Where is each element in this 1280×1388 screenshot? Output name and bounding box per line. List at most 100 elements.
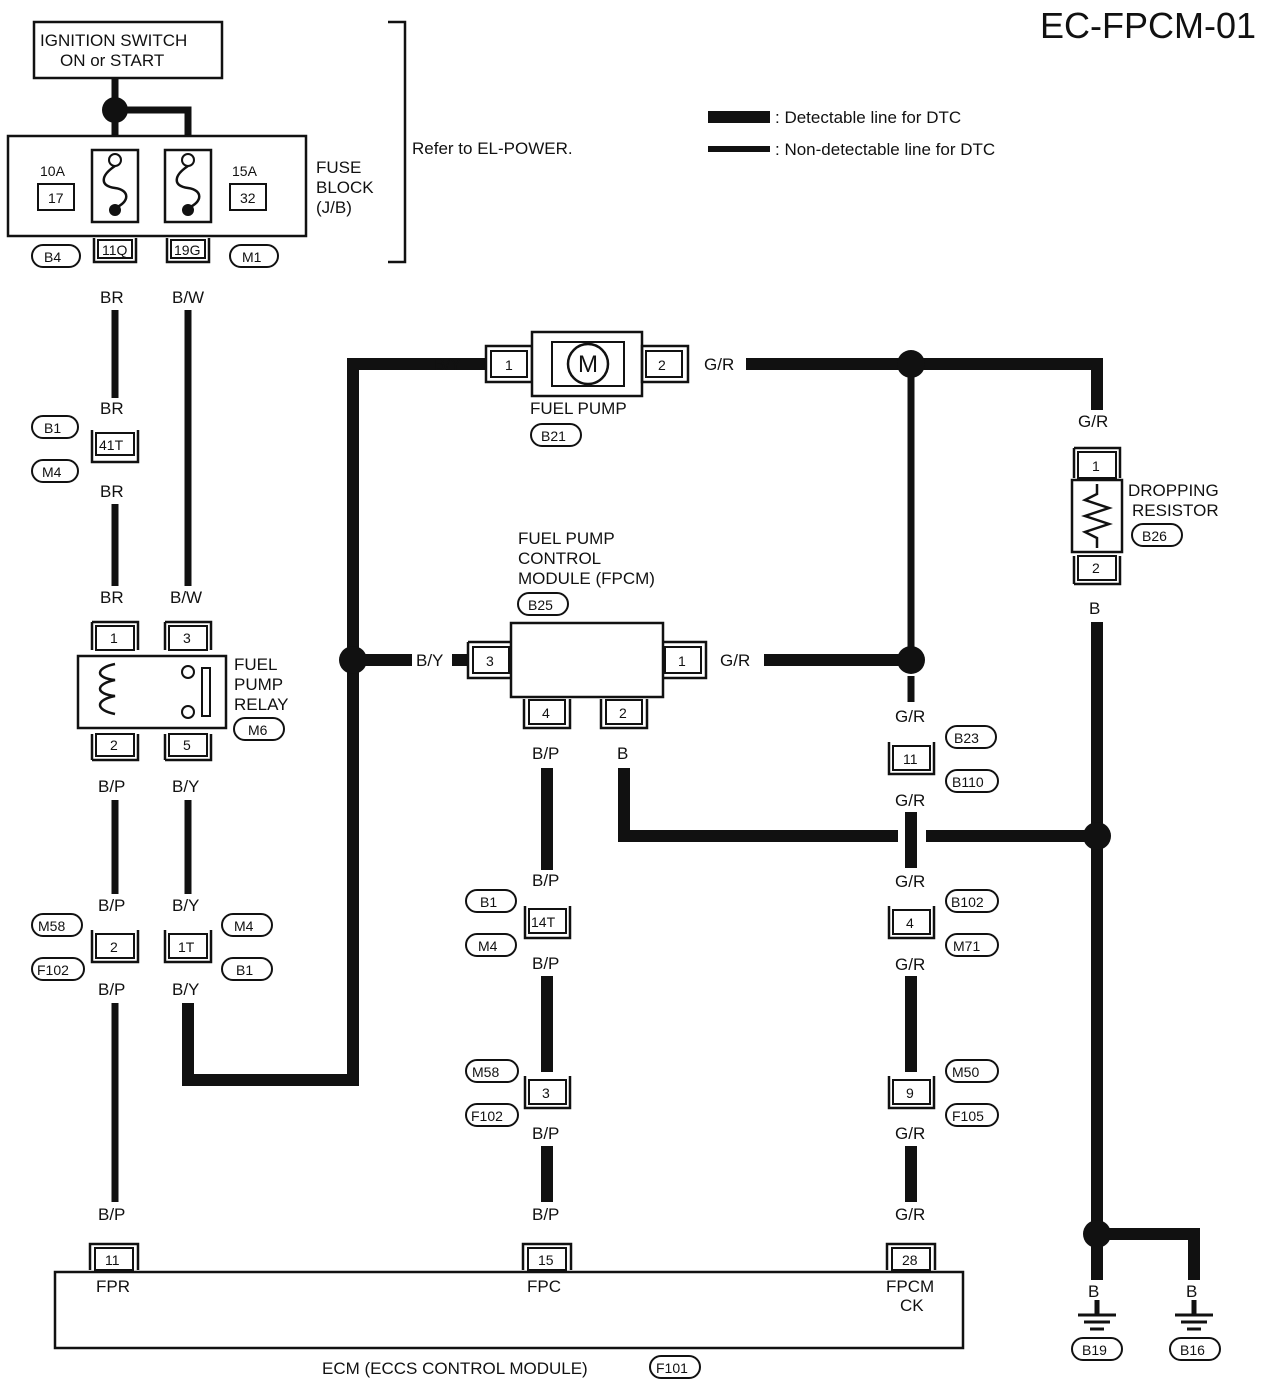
conn-2 [95,933,135,959]
conn-41t-label: 41T [99,437,124,453]
resistor-conn-label: B26 [1142,528,1167,544]
wire-by-main [182,358,486,1086]
ground-symbol-b16 [1175,1300,1213,1331]
ecm-pin11-label: 11 [105,1252,120,1268]
wire-label-gr-res: G/R [1078,412,1108,431]
fuel-pump-symbol: M [578,351,598,378]
wire-label-gr-5: G/R [895,1124,925,1143]
wire-label-br-2: BR [100,399,124,418]
wire-label-bp-1: B/P [98,777,125,796]
legend: : Detectable line for DTC : Non-detectab… [708,108,995,159]
conn-m4-tag-1 [31,459,79,483]
relay-label3: RELAY [234,695,289,714]
fpcm-pin2-label: 2 [619,705,627,721]
conn-3-bracket [523,1076,572,1110]
resistor-label2: RESISTOR [1132,501,1219,520]
fpcm-pin3 [472,646,510,674]
wire-label-bp-6: B/P [532,871,559,890]
conn-9-bracket [887,1076,936,1110]
conn-m71-label: M71 [953,938,980,954]
fpcm-pin2 [605,699,643,725]
conn-b4-label: B4 [44,249,61,265]
fuse-right-number: 32 [240,190,256,206]
relay-pin1-label: 1 [110,630,118,646]
ignition-line1: IGNITION SWITCH [40,31,187,50]
conn-b23-tag [945,725,997,749]
conn-m58-tag-2 [465,1059,519,1083]
conn-11 [892,745,931,771]
ecm-conn-tag [649,1355,701,1379]
relay-pin3-label: 3 [183,630,191,646]
wire-label-b-res: B [1089,599,1100,618]
wire-ground-b16 [1103,1228,1200,1280]
conn-b1-tag-2 [221,957,273,981]
conn-b1-tag-1 [31,415,79,439]
wire-label-by-2: B/Y [172,896,199,915]
conn-11q-label: 11Q [102,242,128,258]
resistor-conn-tag [1131,523,1183,547]
pump-pin2-bracket [640,344,690,384]
conn-b4-tag [31,244,81,268]
fuse-32-bottom-terminal [182,204,194,216]
wire-label-by-1: B/Y [172,777,199,796]
wire-label-bp-3: B/P [98,980,125,999]
conn-f105-tag [945,1103,999,1127]
ecm-pin11-bracket [88,1242,140,1270]
power-bracket [388,20,407,264]
conn-m4-tag-2 [221,913,273,937]
relay-pin5-bracket [163,734,213,762]
wire-label-b-fpcm: B [617,744,628,763]
conn-1t [168,933,208,959]
fuel-pump-conn-label: B21 [541,428,566,444]
wire-label-b-g1: B [1088,1282,1099,1301]
relay-pin3 [168,625,208,651]
fpcm-label1: FUEL PUMP [518,529,615,548]
pump-pin1-label: 1 [505,357,513,373]
conn-b1-label-1: B1 [44,420,61,436]
fpcm-pin3-label: 3 [486,653,494,669]
conn-3-label: 3 [542,1085,550,1101]
relay-contact-bottom [181,705,195,719]
resistor-label1: DROPPING [1128,481,1219,500]
conn-f105-label: F105 [952,1108,984,1124]
refer-note: Refer to EL-POWER. [412,139,573,158]
fuse-left-number-box [37,183,75,211]
conn-f102-tag-1 [31,957,85,981]
fpcm-pin2-bracket [599,699,649,730]
conn-f102-tag-2 [465,1103,519,1127]
pump-pin2 [645,350,683,378]
wire-label-gr-4: G/R [895,955,925,974]
conn-4-label: 4 [906,915,914,931]
conn-2-label: 2 [110,939,118,955]
fuse-left-number: 17 [48,190,64,206]
conn-14t-bracket [523,906,572,940]
ignition-line2: ON or START [60,51,164,70]
ecm-pin11 [94,1247,134,1271]
conn-19g-label: 19G [174,242,200,258]
relay-pin1 [95,625,135,651]
resistor-pin2 [1077,555,1117,581]
relay-conn-tag [233,717,285,741]
relay-label2: PUMP [234,675,283,694]
pump-pin1 [490,350,528,378]
wire-label-b-g2: B [1186,1282,1197,1301]
wire-label-br-1: BR [100,288,124,307]
conn-b1-tag-3 [465,889,517,913]
wire-label-bp-9: B/P [532,1205,559,1224]
resistor-pin2-bracket [1072,556,1122,586]
ecm-pin28-bracket [885,1242,937,1270]
wire-label-bp-4: B/P [98,1205,125,1224]
ecm-conn-label: F101 [656,1360,688,1376]
conn-b110-label: B110 [952,774,984,790]
wire-label-bp-8: B/P [532,1124,559,1143]
conn-19g-bracket [165,238,211,264]
relay-pin2 [95,733,135,757]
fuse-32-element [175,164,201,210]
fuse-17-top-terminal [108,153,122,167]
page-code: EC-FPCM-01 [1040,5,1256,46]
pump-pin2-label: 2 [658,357,666,373]
ecm-pin15-label: 15 [538,1252,554,1268]
fpcm-label3: MODULE (FPCM) [518,569,655,588]
wire-label-br-3: BR [100,482,124,501]
